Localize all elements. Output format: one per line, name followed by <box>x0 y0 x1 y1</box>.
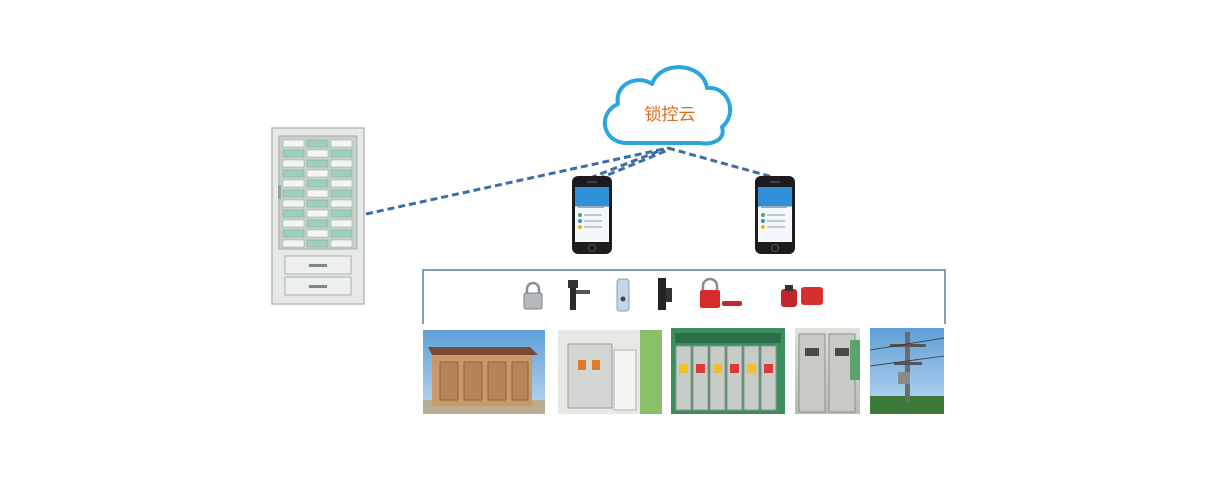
key-slot <box>330 229 353 238</box>
switchgear-room-photo <box>558 330 662 414</box>
link-cabinet-cloud <box>365 146 669 216</box>
key-slot <box>282 199 305 208</box>
key-slot <box>282 139 305 148</box>
panel-door <box>743 345 760 411</box>
key-slot <box>282 149 305 158</box>
warning-label <box>764 364 773 373</box>
cylinder-lock-icon <box>616 278 630 312</box>
warning-label <box>696 364 705 373</box>
cloud-icon <box>602 65 733 146</box>
key-slot <box>306 229 329 238</box>
key-slot <box>306 209 329 218</box>
box-substation-photo <box>423 330 545 414</box>
dashed-links <box>365 146 777 216</box>
key-slot <box>330 239 353 248</box>
switchgear-panel-photo <box>671 328 785 414</box>
key-slot <box>306 199 329 208</box>
panel-door <box>726 345 743 411</box>
warning-label <box>713 364 722 373</box>
smartphone-icon <box>755 176 795 254</box>
warning-label <box>747 364 756 373</box>
link-phone2-cloud <box>667 146 777 180</box>
key-slot <box>306 169 329 178</box>
cloud-label: 锁控云 <box>644 105 696 125</box>
panel-door <box>709 345 726 411</box>
key-slot <box>306 239 329 248</box>
key-slot <box>330 199 353 208</box>
key-slot <box>306 139 329 148</box>
key-slot <box>306 159 329 168</box>
key-slot <box>306 189 329 198</box>
locks-bracket <box>422 269 946 324</box>
smartphone-icon <box>572 176 612 254</box>
panel-door <box>675 345 692 411</box>
key-slot <box>282 169 305 178</box>
key-slot <box>330 149 353 158</box>
key-slot <box>282 219 305 228</box>
breaker-lock-icon <box>781 285 823 307</box>
key-slot <box>282 239 305 248</box>
link-phone1-cloud-b <box>597 148 669 181</box>
panel-door <box>692 345 709 411</box>
handle-lock-icon <box>568 280 590 310</box>
key-slot <box>282 179 305 188</box>
key-slot <box>306 149 329 158</box>
key-slot <box>330 139 353 148</box>
latch-lock-icon <box>658 278 672 310</box>
key-slot <box>282 229 305 238</box>
key-slot <box>330 219 353 228</box>
padlock-icon <box>523 281 543 310</box>
key-slot <box>282 209 305 218</box>
key-slot <box>330 159 353 168</box>
key-slot <box>330 179 353 188</box>
key-slot <box>306 219 329 228</box>
warning-label <box>730 364 739 373</box>
utility-pole-photo <box>869 328 945 414</box>
warning-label <box>679 364 688 373</box>
key-slot <box>330 209 353 218</box>
key-slot <box>330 169 353 178</box>
key-management-cabinet-icon <box>271 127 365 305</box>
distribution-cabinet-photo <box>795 328 860 414</box>
panel-door <box>760 345 777 411</box>
key-slot <box>306 179 329 188</box>
link-phone1-cloud-a <box>589 147 665 180</box>
key-slot <box>282 159 305 168</box>
key-slot <box>330 189 353 198</box>
key-slot <box>282 189 305 198</box>
red-padlock-icon <box>700 277 742 308</box>
